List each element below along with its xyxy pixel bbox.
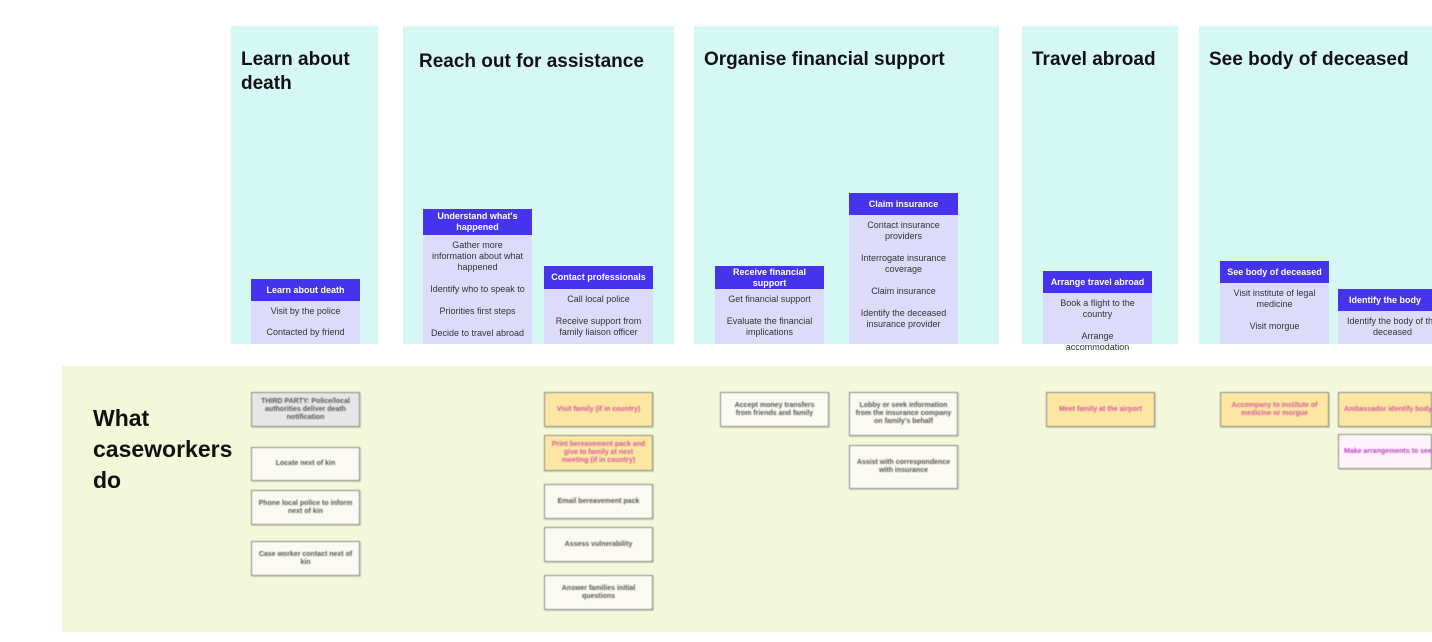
sticky-note[interactable]: Assess vulnerability	[544, 527, 653, 562]
card-arrange-travel[interactable]: Arrange travel abroad Book a flight to t…	[1043, 271, 1152, 352]
card-header: Contact professionals	[544, 266, 653, 289]
card-header: Receive financial support	[715, 266, 824, 289]
card-claim-insurance[interactable]: Claim insurance Contact insurance provid…	[849, 193, 958, 344]
card-item: Decide to travel abroad	[430, 328, 525, 338]
card-item: Interrogate insurance coverage	[860, 253, 947, 274]
card-item: Visit morgue	[1249, 321, 1300, 331]
card-item: Evaluate the financial implications	[726, 316, 813, 337]
card-header: Arrange travel abroad	[1043, 271, 1152, 293]
card-identify-body[interactable]: Identify the body Identify the body of t…	[1338, 289, 1432, 344]
sticky-note[interactable]: Make arrangements to see body	[1338, 434, 1432, 469]
card-item: Book a flight to the country	[1060, 298, 1135, 319]
card-item: Contact insurance providers	[867, 220, 940, 241]
sticky-note[interactable]: Email bereavement pack	[544, 484, 653, 519]
sticky-note[interactable]: Meet family at the airport	[1046, 392, 1155, 427]
card-item: Identify who to speak to	[430, 284, 525, 294]
sticky-note[interactable]: Visit family (if in country)	[544, 392, 653, 427]
sticky-note[interactable]: Assist with correspondence with insuranc…	[849, 445, 958, 489]
card-item: Visit by the police	[270, 306, 341, 316]
card-item: Identify the body of the deceased	[1346, 316, 1432, 337]
column-title: Organise financial support	[704, 49, 945, 70]
card-item: Visit institute of legal medicine	[1233, 288, 1316, 309]
card-item: Contacted by friend	[266, 327, 345, 337]
card-item: Priorities first steps	[439, 306, 516, 316]
sticky-note[interactable]: Lobby or seek information from the insur…	[849, 392, 958, 436]
column-title: Reach out for assistance	[419, 51, 644, 72]
column-title: Learn about death	[241, 49, 350, 94]
card-item: Claim insurance	[871, 286, 936, 296]
sticky-note[interactable]: Print bereavement pack and give to famil…	[544, 435, 653, 471]
sticky-note[interactable]: Case worker contact next of kin	[251, 541, 360, 576]
card-item: Gather more information about what happe…	[431, 240, 524, 272]
card-header: See body of deceased	[1220, 261, 1329, 283]
card-understand-happened[interactable]: Understand what's happened Gather more i…	[423, 209, 532, 344]
card-header: Claim insurance	[849, 193, 958, 215]
card-learn-about-death[interactable]: Learn about death Visit by the police Co…	[251, 279, 360, 344]
sticky-note[interactable]: Locate next of kin	[251, 447, 360, 481]
card-item: Identify the deceased insurance provider	[860, 308, 947, 329]
sticky-note[interactable]: Accept money transfers from friends and …	[720, 392, 829, 427]
card-item: Arrange accommodation	[1065, 331, 1130, 352]
sticky-note[interactable]: Ambassador identify body	[1338, 392, 1432, 427]
card-header: Understand what's happened	[423, 209, 532, 235]
card-header: Identify the body	[1338, 289, 1432, 311]
column-title: See body of deceased	[1209, 49, 1409, 70]
card-item: Get financial support	[728, 294, 811, 304]
card-header: Learn about death	[251, 279, 360, 301]
sticky-note[interactable]: THIRD PARTY: Police/local authorities de…	[251, 392, 360, 427]
card-contact-professionals[interactable]: Contact professionals Call local police …	[544, 266, 653, 344]
sticky-note[interactable]: Answer families initial questions	[544, 575, 653, 610]
sticky-note[interactable]: Accompany to institute of medicine or mo…	[1220, 392, 1329, 427]
band-title: What caseworkers do	[93, 405, 233, 493]
card-item: Call local police	[567, 294, 630, 304]
sticky-note[interactable]: Phone local police to inform next of kin	[251, 490, 360, 525]
card-see-body[interactable]: See body of deceased Visit institute of …	[1220, 261, 1329, 344]
column-title: Travel abroad	[1032, 49, 1156, 70]
card-item: Receive support from family liaison offi…	[555, 316, 642, 337]
card-receive-financial[interactable]: Receive financial support Get financial …	[715, 266, 824, 344]
